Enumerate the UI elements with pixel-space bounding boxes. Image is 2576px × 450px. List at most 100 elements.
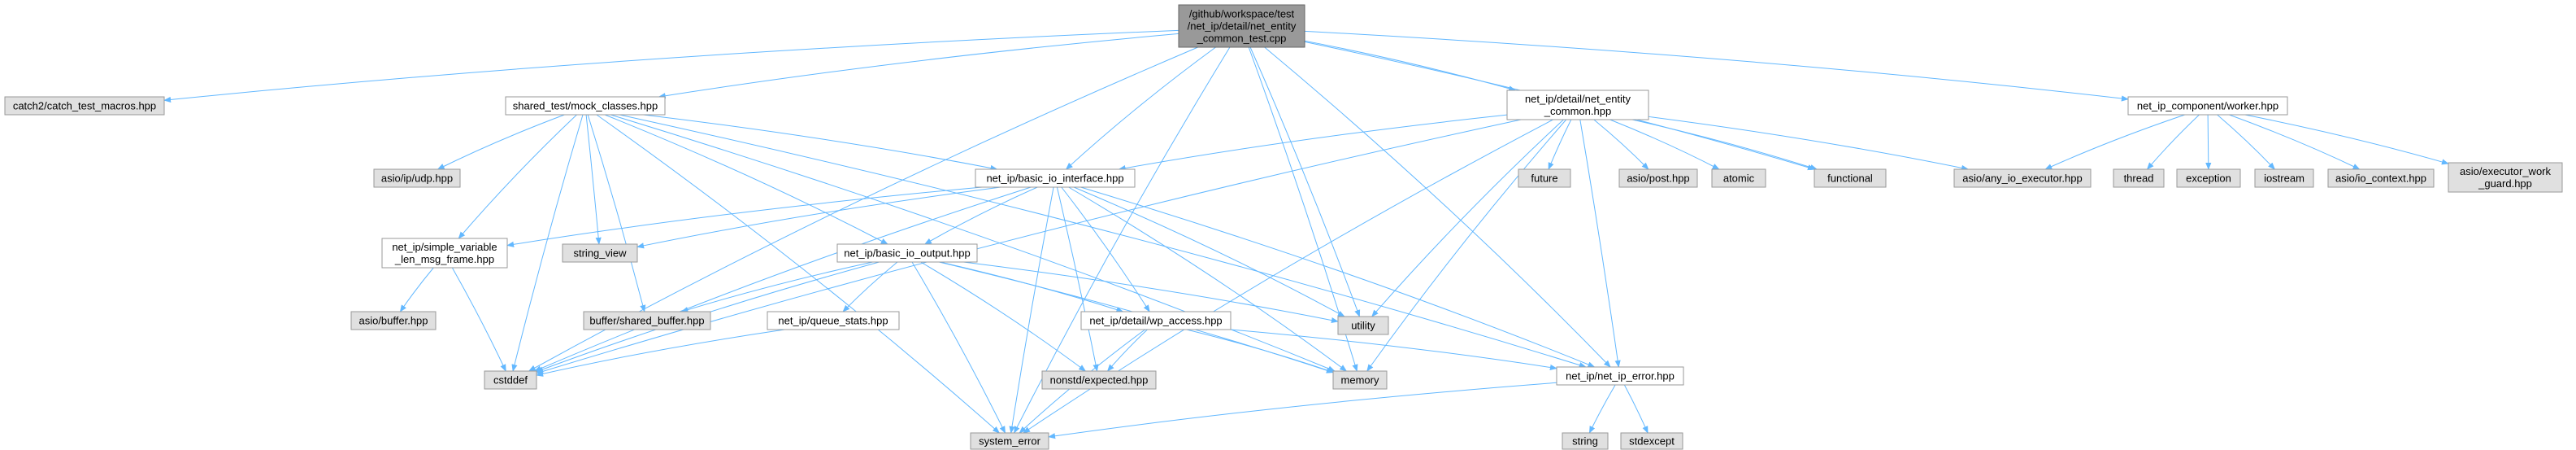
node-root[interactable]: /github/workspace/test/net_ip/detail/net…	[1178, 4, 1305, 48]
edge-bii-to-expected	[1056, 186, 1099, 372]
node-wpaccess[interactable]: net_ip/detail/wp_access.hpp	[1080, 311, 1232, 330]
edge-root-to-worker	[1304, 30, 2129, 102]
node-ioctx-label-line-0: asio/io_context.hpp	[2335, 173, 2426, 185]
edge-mock-to-svlmf	[458, 114, 577, 239]
node-svlmf[interactable]: net_ip/simple_variable_len_msg_frame.hpp	[381, 238, 508, 269]
node-future: future	[1518, 168, 1571, 188]
node-string-label-line-0: string	[1572, 435, 1598, 448]
node-wpaccess-box	[1080, 311, 1232, 330]
node-qstats[interactable]: net_ip/queue_stats.hpp	[767, 311, 900, 330]
node-thread-label-line-0: thread	[2124, 173, 2154, 185]
node-utility-label-line-0: utility	[1351, 320, 1375, 332]
node-functional: functional	[1814, 168, 1887, 188]
node-stdexcept-label-line-0: stdexcept	[1629, 435, 1675, 448]
node-cstddef-label-line-0: cstddef	[493, 374, 528, 387]
node-nierr[interactable]: net_ip/net_ip_error.hpp	[1556, 366, 1684, 386]
node-syserr-label-line-0: system_error	[979, 435, 1041, 448]
edge-mock-to-cstddef	[511, 114, 584, 372]
edge-bio-to-expected	[920, 261, 1087, 372]
node-syserr: system_error	[970, 432, 1049, 450]
node-shbuf-box	[583, 311, 711, 330]
edge-bio-to-syserr	[911, 261, 1006, 434]
edge-mock-to-udp	[437, 114, 565, 170]
node-memory-box	[1332, 370, 1388, 390]
edge-svlmf-to-cstddef	[451, 267, 506, 372]
node-stringview-label-line-0: string_view	[573, 247, 627, 260]
edge-bii-to-wpaccess	[1061, 186, 1150, 312]
node-utility-box	[1337, 316, 1389, 335]
node-entity[interactable]: net_ip/detail/net_entity_common.hpp	[1506, 90, 1649, 120]
edge-worker-to-ioctx	[2229, 114, 2361, 170]
node-expected-label-line-0: nonstd/expected.hpp	[1050, 374, 1149, 387]
node-worker[interactable]: net_ip_component/worker.hpp	[2127, 96, 2288, 116]
node-shbuf: buffer/shared_buffer.hpp	[583, 311, 711, 330]
edge-bii-to-cstddef	[533, 186, 1032, 372]
node-stringview-box	[562, 243, 638, 263]
node-root-label-line-2: _common_test.cpp	[1197, 33, 1287, 45]
node-stdexcept-box	[1620, 432, 1683, 450]
node-entity-box	[1506, 90, 1649, 120]
edge-entity-to-functional	[1631, 119, 1818, 170]
edge-bio-to-qstats	[842, 261, 898, 312]
node-bii-label-line-0: net_ip/basic_io_interface.hpp	[986, 173, 1123, 185]
node-functional-label-line-0: functional	[1827, 173, 1873, 185]
node-abuf-box	[350, 311, 437, 330]
edge-bii-to-utility	[1073, 186, 1345, 317]
node-bio-label-line-0: net_ip/basic_io_output.hpp	[844, 247, 970, 260]
edge-mock-to-stringview	[585, 114, 602, 245]
node-bii[interactable]: net_ip/basic_io_interface.hpp	[975, 168, 1136, 188]
node-workguard: asio/executor_work_guard.hpp	[2448, 162, 2563, 193]
node-qstats-box	[767, 311, 900, 330]
node-future-box	[1518, 168, 1571, 188]
node-mock-box	[505, 96, 666, 116]
node-root-label-line-0: /github/workspace/test	[1189, 8, 1295, 20]
edge-root-to-bii	[1065, 46, 1216, 170]
node-workguard-label-line-0: asio/executor_work	[2460, 165, 2551, 177]
edge-mock-to-nierr	[619, 114, 1587, 369]
node-exception-label-line-0: exception	[2186, 173, 2231, 185]
edge-entity-to-memory	[1366, 119, 1567, 372]
node-anyexec-label-line-0: asio/any_io_executor.hpp	[1962, 173, 2082, 185]
edge-entity-to-nierr	[1579, 119, 1621, 368]
edge-worker-to-thread	[2146, 114, 2200, 170]
node-utility: utility	[1337, 316, 1389, 335]
node-shbuf-label-line-0: buffer/shared_buffer.hpp	[589, 315, 704, 327]
node-memory-label-line-0: memory	[1341, 374, 1379, 387]
edge-svlmf-to-abuf	[399, 267, 434, 312]
edge-root-to-utility	[1249, 46, 1361, 317]
node-svlmf-label-line-1: _len_msg_frame.hpp	[394, 253, 494, 265]
node-cstddef: cstddef	[484, 370, 537, 390]
node-catch2: catch2/catch_test_macros.hpp	[4, 96, 165, 116]
edge-wpaccess-to-nierr	[1230, 329, 1557, 371]
node-workguard-label-line-1: _guard.hpp	[2478, 177, 2532, 190]
node-stringview: string_view	[562, 243, 638, 263]
edge-entity-to-bii	[1118, 114, 1508, 172]
node-root-box	[1178, 4, 1305, 48]
edge-entity-to-anyexec	[1648, 116, 1970, 171]
node-catch2-box	[4, 96, 165, 116]
edge-bio-to-utility	[963, 261, 1339, 324]
edge-entity-to-atomic	[1609, 119, 1720, 170]
node-worker-box	[2127, 96, 2288, 116]
node-bio[interactable]: net_ip/basic_io_output.hpp	[836, 243, 978, 263]
edge-bii-to-svlmf	[506, 186, 983, 247]
node-mock[interactable]: shared_test/mock_classes.hpp	[505, 96, 666, 116]
node-post-box	[1618, 168, 1698, 188]
node-udp-box	[373, 168, 461, 188]
node-future-label-line-0: future	[1531, 173, 1557, 185]
node-functional-box	[1814, 168, 1887, 188]
node-udp-label-line-0: asio/ip/udp.hpp	[381, 173, 453, 185]
edge-root-to-mock	[658, 33, 1179, 99]
edge-entity-to-utility	[1371, 119, 1564, 317]
node-memory: memory	[1332, 370, 1388, 390]
node-mock-label-line-0: shared_test/mock_classes.hpp	[513, 100, 658, 112]
node-entity-label-line-1: _common.hpp	[1544, 105, 1611, 117]
node-iostream: iostream	[2254, 168, 2314, 188]
node-post-label-line-0: asio/post.hpp	[1627, 173, 1689, 185]
node-wpaccess-label-line-0: net_ip/detail/wp_access.hpp	[1089, 315, 1222, 327]
node-anyexec: asio/any_io_executor.hpp	[1953, 168, 2092, 188]
edge-nierr-to-syserr	[1048, 382, 1557, 439]
edge-mock-to-syserr	[596, 114, 1001, 434]
node-abuf: asio/buffer.hpp	[350, 311, 437, 330]
node-thread: thread	[2113, 168, 2165, 188]
